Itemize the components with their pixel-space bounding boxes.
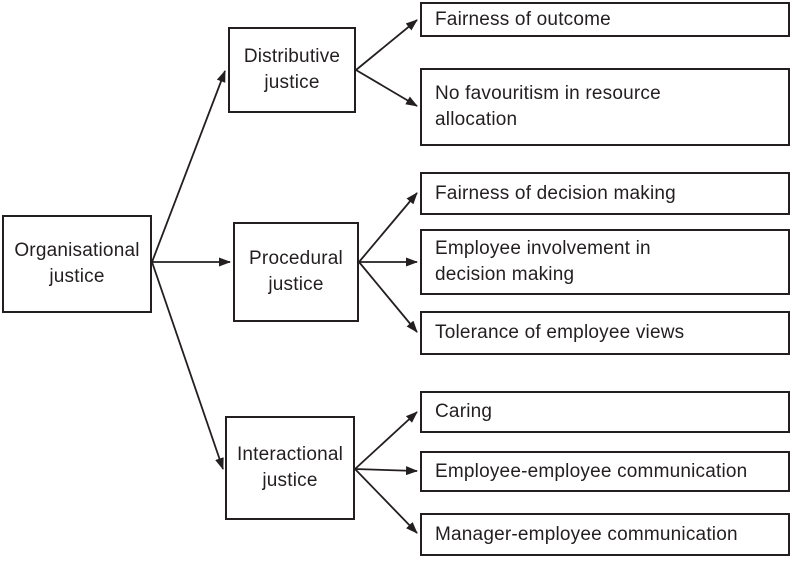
node-label: Distributive justice xyxy=(243,46,341,93)
leaf-label: Employee-employee communication xyxy=(435,460,748,482)
leaf-label: Employee involvement in decision making xyxy=(435,238,651,285)
node-organisational-justice: Organisational justice xyxy=(2,215,152,313)
node-label: Procedural justice xyxy=(249,248,343,295)
leaf-label: Tolerance of employee views xyxy=(435,322,685,343)
leaf-fairness-of-outcome: Fairness of outcome xyxy=(420,2,790,37)
leaf-tolerance-of-employee-views: Tolerance of employee views xyxy=(420,311,790,355)
leaf-label: Fairness of outcome xyxy=(435,8,611,30)
leaf-fairness-of-decision-making: Fairness of decision making xyxy=(420,172,790,215)
leaf-label: Manager-employee communication xyxy=(435,523,738,545)
leaf-label: Fairness of decision making xyxy=(435,182,676,204)
node-label: Organisational justice xyxy=(14,240,140,287)
node-distributive-justice: Distributive justice xyxy=(228,27,356,113)
leaf-employee-involvement-in-decision-making: Employee involvement in decision making xyxy=(420,229,790,295)
node-procedural-justice: Procedural justice xyxy=(233,222,359,322)
node-label: Interactional justice xyxy=(236,444,344,491)
leaf-caring: Caring xyxy=(420,391,790,433)
leaf-employee-employee-communication: Employee-employee communication xyxy=(420,451,790,492)
leaf-label: No favouritism in resource allocation xyxy=(435,83,661,130)
leaf-no-favouritism-in-resource-allocation: No favouritism in resource allocation xyxy=(420,68,790,146)
node-interactional-justice: Interactional justice xyxy=(225,416,355,520)
leaf-label: Caring xyxy=(435,401,493,422)
leaf-manager-employee-communication: Manager-employee communication xyxy=(420,513,790,556)
